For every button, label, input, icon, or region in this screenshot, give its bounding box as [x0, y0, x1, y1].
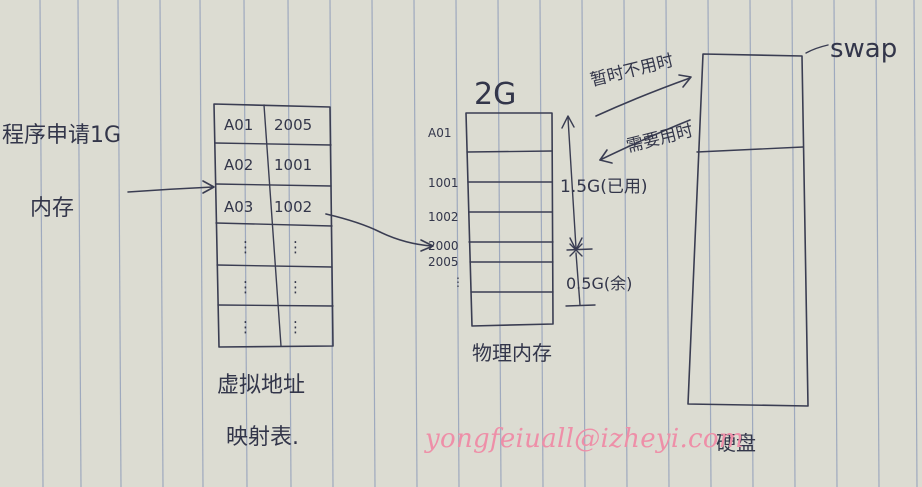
physical-address-label: ⋮	[452, 275, 464, 289]
watermark: yongfeiuall@izheyi.com	[425, 424, 744, 454]
table-caption-line2: 映射表.	[226, 425, 299, 450]
ruled-line	[455, 0, 460, 487]
physical-address-cell: 1002	[274, 198, 312, 216]
ruled-line	[287, 0, 292, 487]
free-label: 0.5G(余)	[566, 274, 632, 293]
ruled-line	[833, 0, 838, 487]
program-request-label: 程序申请1G	[2, 123, 121, 148]
ruled-line	[159, 0, 164, 487]
physical-addresses: A01 1001 1002 2000 2005 ⋮	[428, 126, 464, 289]
program-request-label-2: 内存	[30, 196, 74, 221]
ruled-line	[243, 0, 248, 487]
virtual-address-cell: A03	[224, 198, 253, 216]
physical-address-label: 1002	[428, 210, 459, 224]
physical-address-label: 1001	[428, 176, 459, 190]
physical-memory-block	[465, 112, 554, 327]
arrow-to-table	[127, 180, 215, 194]
virtual-address-cell: ⋮	[238, 278, 253, 296]
physical-address-cell: ⋮	[288, 318, 303, 336]
physical-memory-caption: 物理内存	[472, 341, 552, 365]
virtual-address-cell: A02	[224, 156, 253, 174]
physical-address-label: A01	[428, 126, 451, 140]
ruled-line	[581, 0, 586, 487]
ruled-lines	[39, 0, 918, 487]
swap-label: swap	[830, 34, 897, 64]
physical-address-label: 2000	[428, 239, 459, 253]
ruled-line	[199, 0, 204, 487]
ruled-line	[623, 0, 628, 487]
virtual-address-cell: A01	[224, 116, 253, 134]
read-to-memory-label: 需要用时	[624, 121, 695, 157]
ruled-line	[371, 0, 376, 487]
ruled-line	[117, 0, 122, 487]
physical-address-label: 2005	[428, 255, 459, 269]
ruled-line	[39, 0, 44, 487]
virtual-address-cell: ⋮	[238, 238, 253, 256]
ruled-line	[539, 0, 544, 487]
ruled-line	[665, 0, 670, 487]
disk-caption: 硬盘	[716, 431, 756, 455]
arrow-to-physical-memory	[325, 213, 434, 252]
physical-address-cell: 1001	[274, 156, 312, 174]
table-caption-line1: 虚拟地址	[217, 373, 305, 398]
virtual-mapping-table	[213, 103, 334, 348]
arrow-to-memory	[599, 119, 691, 164]
used-dimension	[561, 115, 596, 307]
ruled-line	[77, 0, 82, 487]
physical-address-cell: 2005	[274, 116, 312, 134]
ruled-line	[707, 0, 712, 487]
ruled-line	[497, 0, 502, 487]
ruled-line	[791, 0, 796, 487]
physical-size-label: 2G	[474, 77, 516, 112]
ruled-line	[749, 0, 754, 487]
write-to-disk-label: 暂时不用时	[588, 51, 675, 91]
virtual-address-cell: ⋮	[238, 318, 253, 336]
ruled-line	[875, 0, 880, 487]
ruled-line	[913, 0, 918, 487]
physical-address-cell: ⋮	[288, 278, 303, 296]
arrow-to-disk	[595, 74, 692, 117]
used-label: 1.5G(已用)	[560, 177, 647, 197]
disk-block	[687, 44, 829, 407]
physical-address-cell: ⋮	[288, 238, 303, 256]
